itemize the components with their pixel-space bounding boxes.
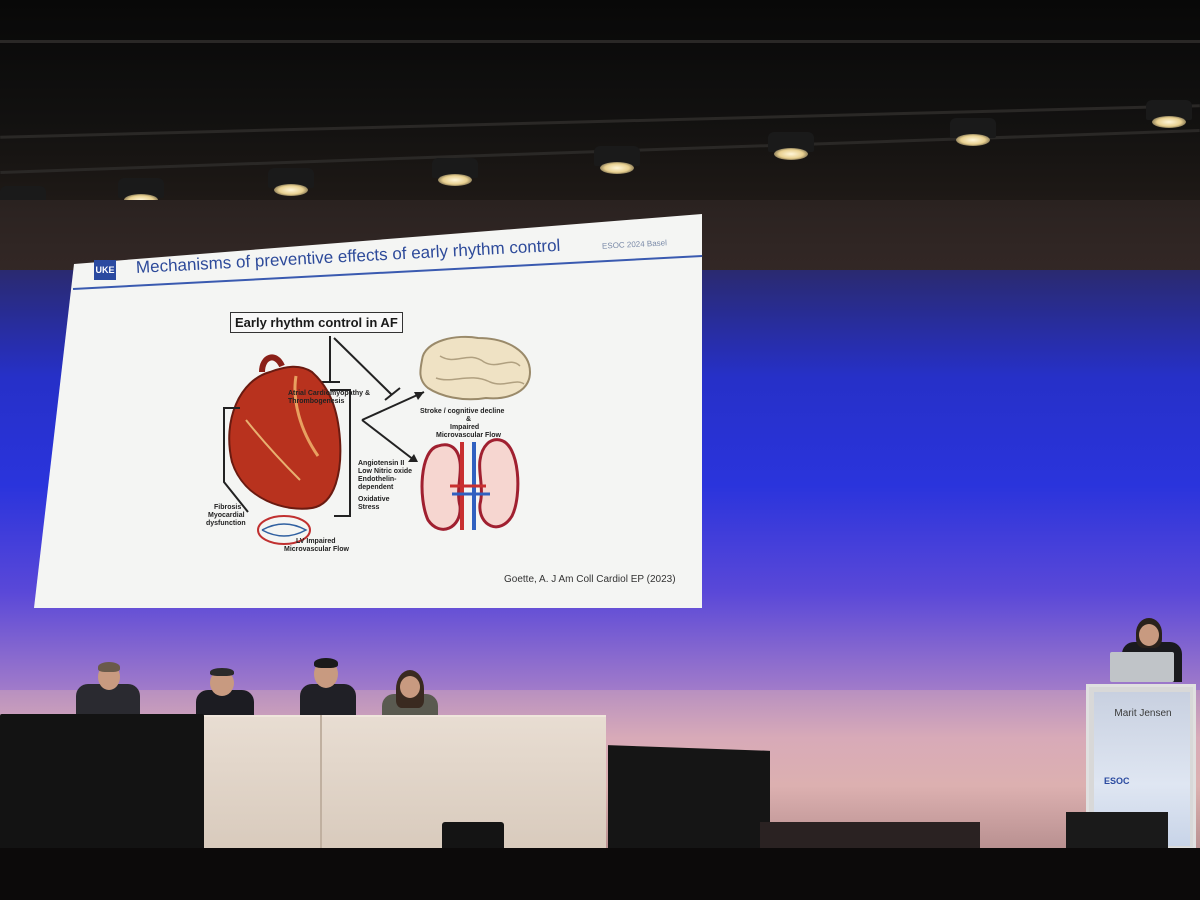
lectern-base bbox=[1066, 812, 1168, 852]
stage-light bbox=[268, 168, 314, 198]
lv-microvascular-label: Microvascular Flow bbox=[284, 546, 349, 553]
stage-light bbox=[594, 146, 640, 176]
stage-light bbox=[950, 118, 996, 148]
angiotensin-label: Angiotensin II bbox=[358, 460, 405, 467]
lectern-name: Marit Jensen bbox=[1114, 708, 1172, 719]
myocardial-label: Myocardial bbox=[208, 512, 245, 519]
stage-light bbox=[1146, 100, 1192, 130]
uke-logo: UKE bbox=[94, 260, 116, 280]
laptop bbox=[1110, 652, 1174, 682]
ceiling-truss bbox=[0, 40, 1200, 43]
table-seam bbox=[320, 715, 322, 853]
impaired-label: Impaired bbox=[450, 424, 480, 431]
slide-citation: Goette, A. J Am Coll Cardiol EP (2023) bbox=[504, 574, 676, 585]
fibrosis-label: Fibrosis bbox=[214, 504, 242, 511]
dependent-label: dependent bbox=[358, 484, 394, 491]
nitric-oxide-label: Low Nitric oxide bbox=[358, 468, 413, 475]
stroke-label: Stroke / cognitive decline bbox=[420, 408, 505, 415]
stress-label: Stress bbox=[358, 504, 380, 511]
microvascular-label: Microvascular Flow bbox=[436, 432, 501, 439]
endothelin-label: Endothelin- bbox=[358, 476, 397, 483]
dysfunction-label: dysfunction bbox=[206, 520, 246, 527]
atrial-label: Atrial Cardiomyopathy & Thrombogenesis bbox=[288, 390, 371, 405]
oxidative-label: Oxidative bbox=[358, 496, 390, 503]
confidence-monitor bbox=[0, 714, 204, 854]
stage-edge bbox=[760, 822, 980, 852]
confidence-monitor bbox=[608, 745, 770, 865]
lv-impaired-label: LV Impaired bbox=[296, 538, 336, 545]
ampersand: & bbox=[466, 416, 472, 423]
rhythm-control-box: Early rhythm control in AF bbox=[230, 312, 403, 333]
lectern-logo: ESOC bbox=[1104, 776, 1130, 786]
stage-light bbox=[768, 132, 814, 162]
stage-light bbox=[432, 158, 478, 188]
stage-floor bbox=[0, 848, 1200, 900]
